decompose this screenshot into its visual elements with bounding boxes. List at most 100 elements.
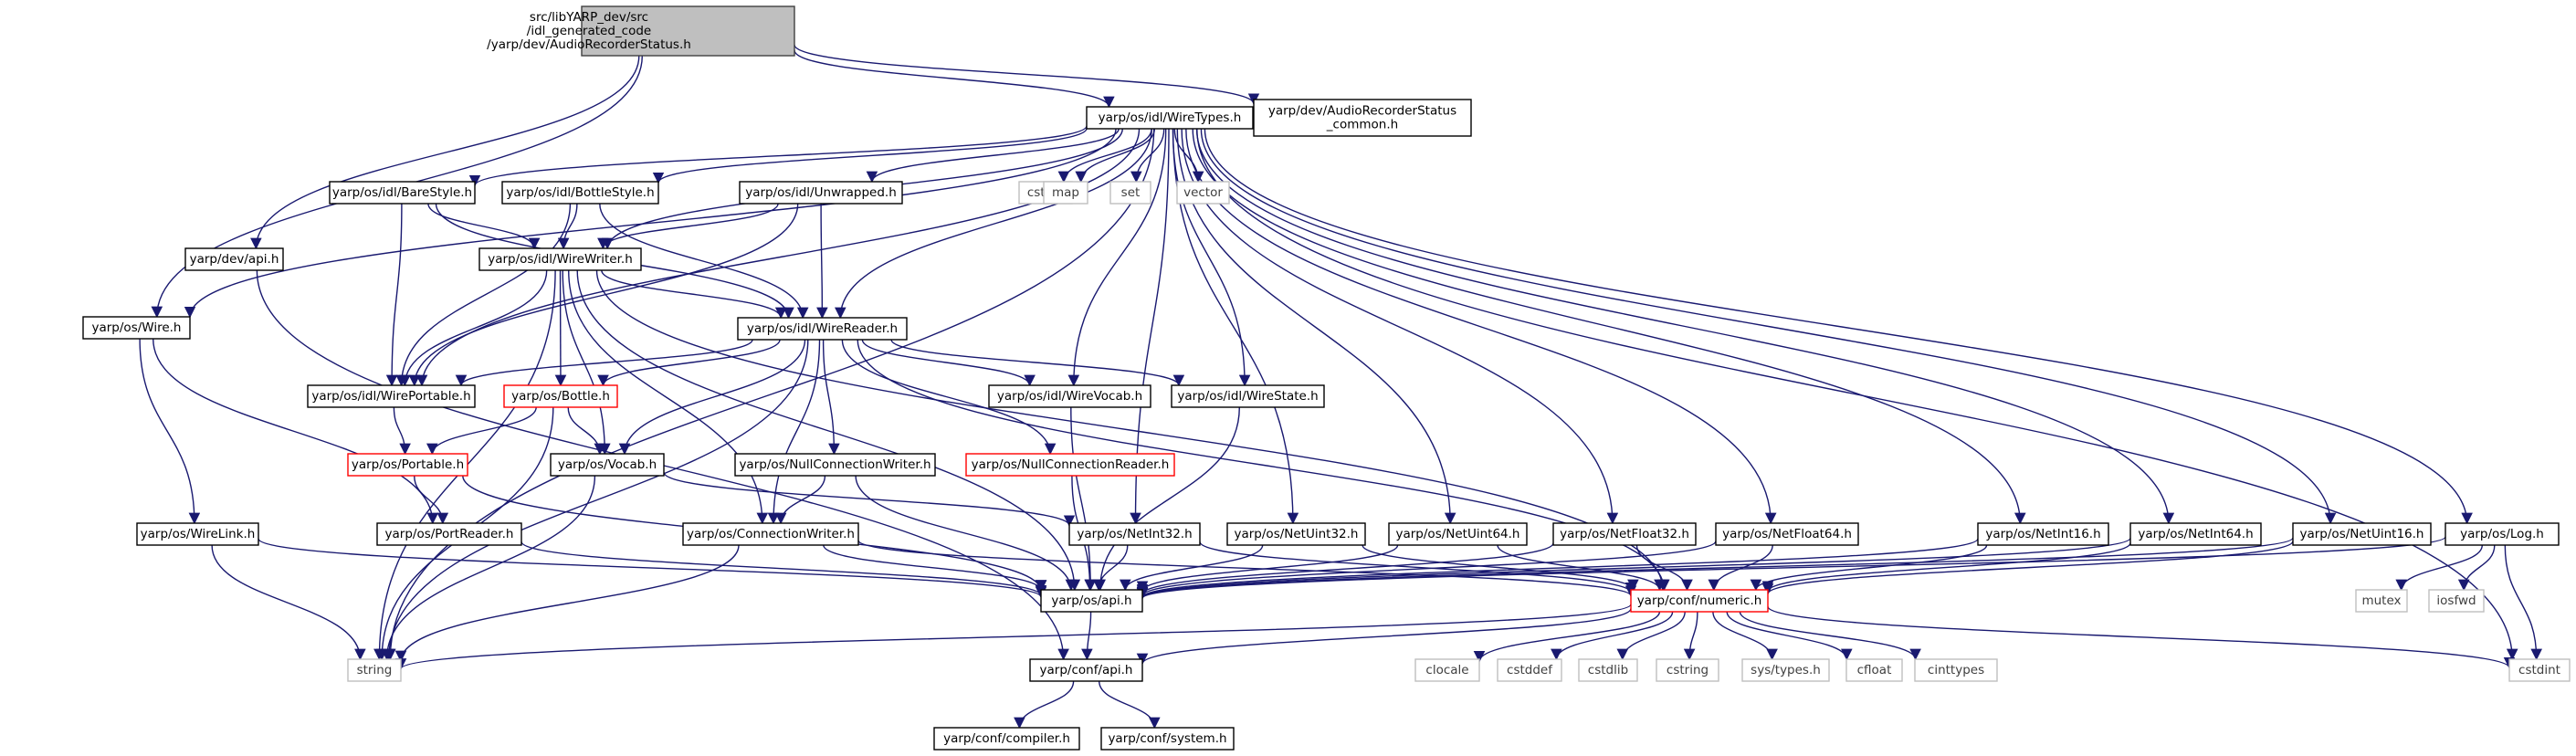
node-yarp-os-connectionwriter-h[interactable]: yarp/os/ConnectionWriter.h (682, 522, 859, 546)
node-yarp-os-idl-unwrapped-h[interactable]: yarp/os/idl/Unwrapped.h (739, 181, 903, 205)
edge-bottlestyle-to-wirewriter (557, 203, 578, 250)
node-yarp-os-vocab-h[interactable]: yarp/os/Vocab.h (550, 453, 665, 477)
edge-netuint32-to-numeric (1362, 544, 1639, 592)
node-yarp-conf-api-h[interactable]: yarp/conf/api.h (1029, 658, 1143, 682)
node-set[interactable]: set (1109, 181, 1151, 205)
node-yarp-os-netint32-h[interactable]: yarp/os/NetInt32.h (1068, 522, 1201, 546)
node-yarp-conf-compiler-h[interactable]: yarp/conf/compiler.h (933, 727, 1080, 751)
node-yarp-os-netint16-h[interactable]: yarp/os/NetInt16.h (1977, 522, 2109, 546)
node-sys-types-h[interactable]: sys/types.h (1741, 658, 1830, 682)
node-vector[interactable]: vector (1176, 181, 1230, 205)
edge-confapi-to-system (1099, 680, 1161, 730)
node-yarp-os-idl-wiretypes-h[interactable]: yarp/os/idl/WireTypes.h (1086, 106, 1254, 130)
node-yarp-os-api-h[interactable]: yarp/os/api.h (1040, 589, 1143, 613)
edge-wirereader-to-wirevocab (861, 339, 1036, 387)
edge-wiretypes-to-wirereader (835, 128, 1152, 320)
edge-wirelink-to-osapi (258, 538, 1046, 599)
node-box (1715, 522, 1859, 546)
node-yarp-os-nullconnectionreader-h[interactable]: yarp/os/NullConnectionReader.h (965, 453, 1175, 477)
node-yarp-os-log-h[interactable]: yarp/os/Log.h (2445, 522, 2560, 546)
edge-wirewriter-to-bottle (554, 269, 567, 387)
node-cfloat[interactable]: cfloat (1845, 658, 1903, 682)
edge-netuint32-to-osapi (1120, 544, 1264, 592)
node-yarp-conf-system-h[interactable]: yarp/conf/system.h (1100, 727, 1235, 751)
edge-root-to-devapi (250, 55, 640, 250)
edge-netint16-to-osapi (1137, 538, 1979, 599)
node-label: yarp/os/Wire.h (92, 320, 182, 335)
edge-numeric-to-cstdint (1767, 605, 2516, 669)
node-box (136, 522, 259, 546)
edge-barestyle-to-wireportable (385, 203, 403, 387)
node-yarp-os-wire-h[interactable]: yarp/os/Wire.h (82, 316, 191, 340)
edge-wirestate-to-osapi (1094, 406, 1240, 592)
node-yarp-os-idl-wirereader-h[interactable]: yarp/os/idl/WireReader.h (737, 317, 908, 341)
edge-connwriter-to-numeric (857, 540, 1636, 597)
node-map[interactable]: map (1043, 181, 1088, 205)
node-yarp-os-nullconnectionwriter-h[interactable]: yarp/os/NullConnectionWriter.h (734, 453, 936, 477)
edge-netfloat64-to-osapi (1136, 540, 1717, 597)
node-yarp-os-netfloat32-h[interactable]: yarp/os/NetFloat32.h (1552, 522, 1697, 546)
edge-unwrapped-to-wirereader (816, 203, 828, 320)
edge-wiretypes-to-wirevocab (1067, 128, 1167, 387)
node-yarp-os-netuint32-h[interactable]: yarp/os/NetUint32.h (1226, 522, 1366, 546)
node-label: map (1052, 185, 1079, 200)
node-cstddef[interactable]: cstddef (1497, 658, 1562, 682)
edge-nullconnwriter-to-osapi (855, 475, 1078, 592)
node-yarp-os-portreader-h[interactable]: yarp/os/PortReader.h (376, 522, 522, 546)
node-yarp-os-netuint64-h[interactable]: yarp/os/NetUint64.h (1388, 522, 1528, 546)
node-label: yarp/os/idl/WireTypes.h (1099, 110, 1242, 125)
edge-wirewriter-to-vocab (562, 269, 611, 456)
node-yarp-conf-numeric-h[interactable]: yarp/conf/numeric.h (1630, 589, 1769, 613)
edge-wiretypes-to-log (1204, 128, 2473, 525)
edge-portable-to-portreader (414, 475, 449, 525)
node-yarp-os-idl-wirewriter-h[interactable]: yarp/os/idl/WireWriter.h (478, 247, 642, 271)
node-cstdint[interactable]: cstdint (2508, 658, 2571, 682)
node-cstdlib[interactable]: cstdlib (1578, 658, 1638, 682)
node-label: yarp/os/Vocab.h (558, 457, 657, 472)
node-yarp-os-idl-wirestate-h[interactable]: yarp/os/idl/WireState.h (1171, 384, 1325, 408)
node-yarp-os-idl-bottlestyle-h[interactable]: yarp/os/idl/BottleStyle.h (501, 181, 659, 205)
node-yarp-os-idl-wirevocab-h[interactable]: yarp/os/idl/WireVocab.h (988, 384, 1151, 408)
node-label: yarp/os/NullConnectionWriter.h (739, 457, 931, 472)
node-label: yarp/os/idl/WireReader.h (747, 321, 898, 336)
node-box (1741, 658, 1830, 682)
node-label: yarp/os/idl/BottleStyle.h (506, 185, 654, 200)
node-label: /yarp/dev/AudioRecorderStatus.h (487, 37, 691, 52)
node-yarp-os-portable-h[interactable]: yarp/os/Portable.h (347, 453, 468, 477)
node-box (1578, 658, 1638, 682)
node-clocale[interactable]: clocale (1414, 658, 1480, 682)
node-label: iosfwd (2436, 593, 2476, 608)
node-yarp-os-netint64-h[interactable]: yarp/os/NetInt64.h (2129, 522, 2262, 546)
node-yarp-os-idl-barestyle-h[interactable]: yarp/os/idl/BareStyle.h (329, 181, 476, 205)
edge-wire-to-portreader (152, 338, 439, 525)
node-src-libyarp-dev-src-idl-generated-code-yarp-dev-audiorecorderstatus-h[interactable]: src/libYARP_dev/src/idl_generated_code/y… (487, 5, 795, 57)
node-yarp-os-netfloat64-h[interactable]: yarp/os/NetFloat64.h (1715, 522, 1859, 546)
node-box (1040, 589, 1143, 613)
node-yarp-os-wirelink-h[interactable]: yarp/os/WireLink.h (136, 522, 259, 546)
edge-wirereader-to-wirestate (890, 339, 1185, 387)
node-yarp-os-bottle-h[interactable]: yarp/os/Bottle.h (503, 384, 618, 408)
node-yarp-dev-audiorecorderstatus-common-h[interactable]: yarp/dev/AudioRecorderStatus_common.h (1253, 99, 1472, 137)
node-yarp-os-netuint16-h[interactable]: yarp/os/NetUint16.h (2292, 522, 2432, 546)
node-label: yarp/os/idl/WirePortable.h (311, 389, 470, 404)
node-label: clocale (1425, 663, 1468, 677)
node-label: yarp/os/ConnectionWriter.h (687, 527, 855, 541)
node-mutex[interactable]: mutex (2355, 589, 2408, 613)
node-yarp-os-idl-wireportable-h[interactable]: yarp/os/idl/WirePortable.h (307, 384, 476, 408)
edge-wirelink-to-string (211, 544, 366, 661)
node-cinttypes[interactable]: cinttypes (1914, 658, 1998, 682)
edge-wiretypes-to-netuint16 (1200, 128, 2337, 525)
node-label: yarp/os/idl/BareStyle.h (332, 185, 472, 200)
edge-bottlestyle-to-wirereader (599, 203, 809, 320)
node-box (1100, 727, 1235, 751)
edge-numeric-to-cinttypes (1739, 611, 1921, 661)
node-cstring[interactable]: cstring (1656, 658, 1719, 682)
node-iosfwd[interactable]: iosfwd (2428, 589, 2485, 613)
node-string[interactable]: string (347, 658, 402, 682)
node-box (2129, 522, 2262, 546)
node-yarp-dev-api-h[interactable]: yarp/dev/api.h (184, 247, 284, 271)
edge-wiretypes-to-cstdint (1196, 128, 2518, 661)
node-label: yarp/os/NetUint16.h (2300, 527, 2424, 541)
edge-root-to-wiretypes (794, 49, 1115, 109)
